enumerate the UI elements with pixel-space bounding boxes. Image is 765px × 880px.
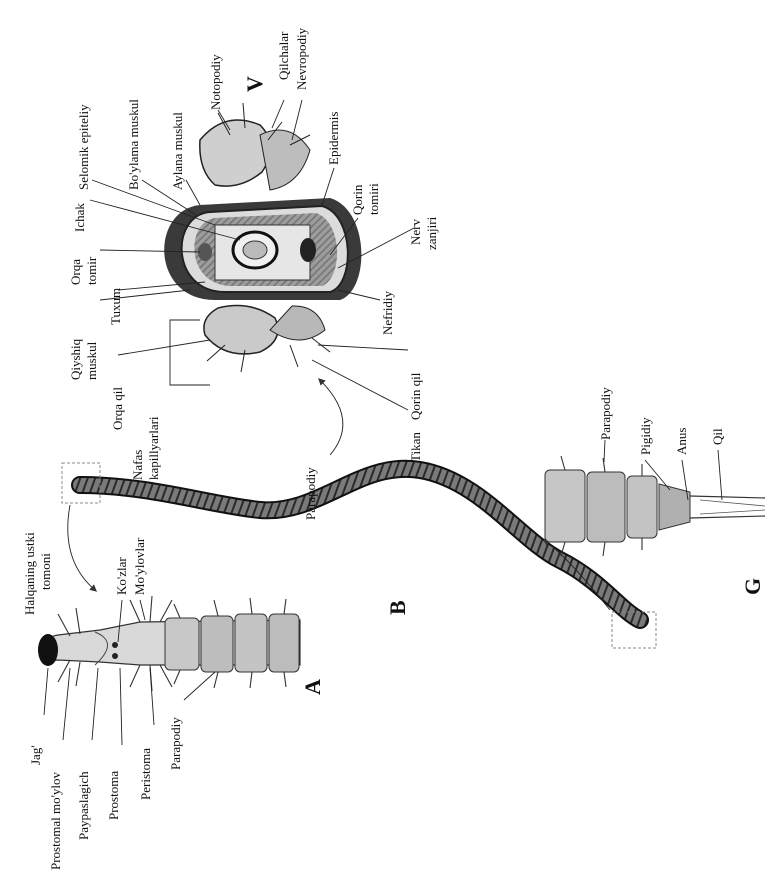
panel-label-b: B xyxy=(385,600,410,615)
label-qil-g: Qil xyxy=(710,428,725,445)
label-parapodiy-b: Parapodiy xyxy=(303,467,318,520)
label-anus: Anus xyxy=(674,428,689,455)
leader-nevropodiy xyxy=(292,100,302,140)
panel-label-g: G xyxy=(740,578,765,595)
panel-label-a: A xyxy=(300,679,325,695)
label-tuxum: Tuxum xyxy=(108,288,123,325)
label-nevropodiy: Nevropodiy xyxy=(294,27,309,90)
leader-peristoma xyxy=(150,668,154,725)
leader-prostoma xyxy=(120,668,122,745)
label-orqa-qil: Orqa qil xyxy=(110,387,125,430)
label-qiyshiq-1: Qiyshiq xyxy=(68,338,83,380)
leader-tikan xyxy=(312,360,408,410)
leader-moylovlar xyxy=(140,600,145,620)
label-orqa-tomir-2: tomir xyxy=(84,256,99,285)
leader-selomik xyxy=(92,180,215,225)
label-parapodiy-a: Parapodiy xyxy=(168,717,183,770)
leader-parapodiy-a xyxy=(184,672,215,700)
label-prostomal-moylov: Prostomal mo'ylov xyxy=(48,771,63,870)
label-nafas-2: kapillyarlari xyxy=(146,416,161,480)
label-boylama: Bo'ylama muskul xyxy=(126,99,141,190)
label-prostoma: Prostoma xyxy=(106,771,121,820)
label-jag: Jag' xyxy=(28,745,43,765)
label-qorin-tomir-1: Qorin xyxy=(350,184,365,215)
label-qiyshiq-2: muskul xyxy=(84,341,99,380)
label-parapodiy-g: Parapodiy xyxy=(598,387,613,440)
label-pigidiy: Pigidiy xyxy=(638,417,653,455)
label-halqa-2: tomoni xyxy=(38,553,53,590)
leader-paypaslagich xyxy=(92,668,98,740)
label-peristoma: Peristoma xyxy=(138,748,153,800)
label-nerv-1: Nerv xyxy=(408,219,423,245)
label-notopodiy: Notopodiy xyxy=(208,54,223,110)
label-paypaslagich: Paypaslagich xyxy=(76,771,91,840)
label-kozlar: Ko'zlar xyxy=(114,557,129,595)
panel-g-tail-drawing xyxy=(545,456,765,556)
label-halqa-1: Halqaning ustki xyxy=(22,532,37,615)
leader-parapodiy-g xyxy=(604,440,605,462)
leader-qorin-qil xyxy=(318,345,408,350)
label-moylovlar: Mo'ylovlar xyxy=(132,537,147,595)
label-nefridiy: Nefridiy xyxy=(380,290,395,335)
panel-a-head-drawing xyxy=(38,596,300,691)
label-qorin-tomir-2: tomiri xyxy=(366,183,381,215)
leader-jag xyxy=(44,668,48,715)
labels-layer: Jag' Prostomal mo'ylov Paypaslagich Pros… xyxy=(22,27,765,870)
label-nafas-1: Nafas xyxy=(130,450,145,480)
label-nerv-2: zanjiri xyxy=(424,216,439,250)
label-qorin-qil: Qorin qil xyxy=(408,372,423,420)
label-aylana: Aylana muskul xyxy=(170,112,185,190)
leader-boylama xyxy=(142,180,196,215)
label-epidermis: Epidermis xyxy=(326,112,341,165)
leader-prostomal-moylov xyxy=(63,668,70,740)
leader-qilchalar xyxy=(272,100,284,128)
leader-qil-g xyxy=(718,450,722,500)
label-ichak: Ichak xyxy=(72,203,87,232)
leader-aylana xyxy=(186,180,200,205)
label-orqa-tomir-1: Orqa xyxy=(68,259,83,285)
label-tikan: Tikan xyxy=(408,432,423,462)
label-qilchalar: Qilchalar xyxy=(276,31,291,80)
leader-orqa-qil xyxy=(118,340,210,355)
label-selomik: Selomik epiteliy xyxy=(76,104,91,190)
panel-label-v: V xyxy=(242,76,267,92)
